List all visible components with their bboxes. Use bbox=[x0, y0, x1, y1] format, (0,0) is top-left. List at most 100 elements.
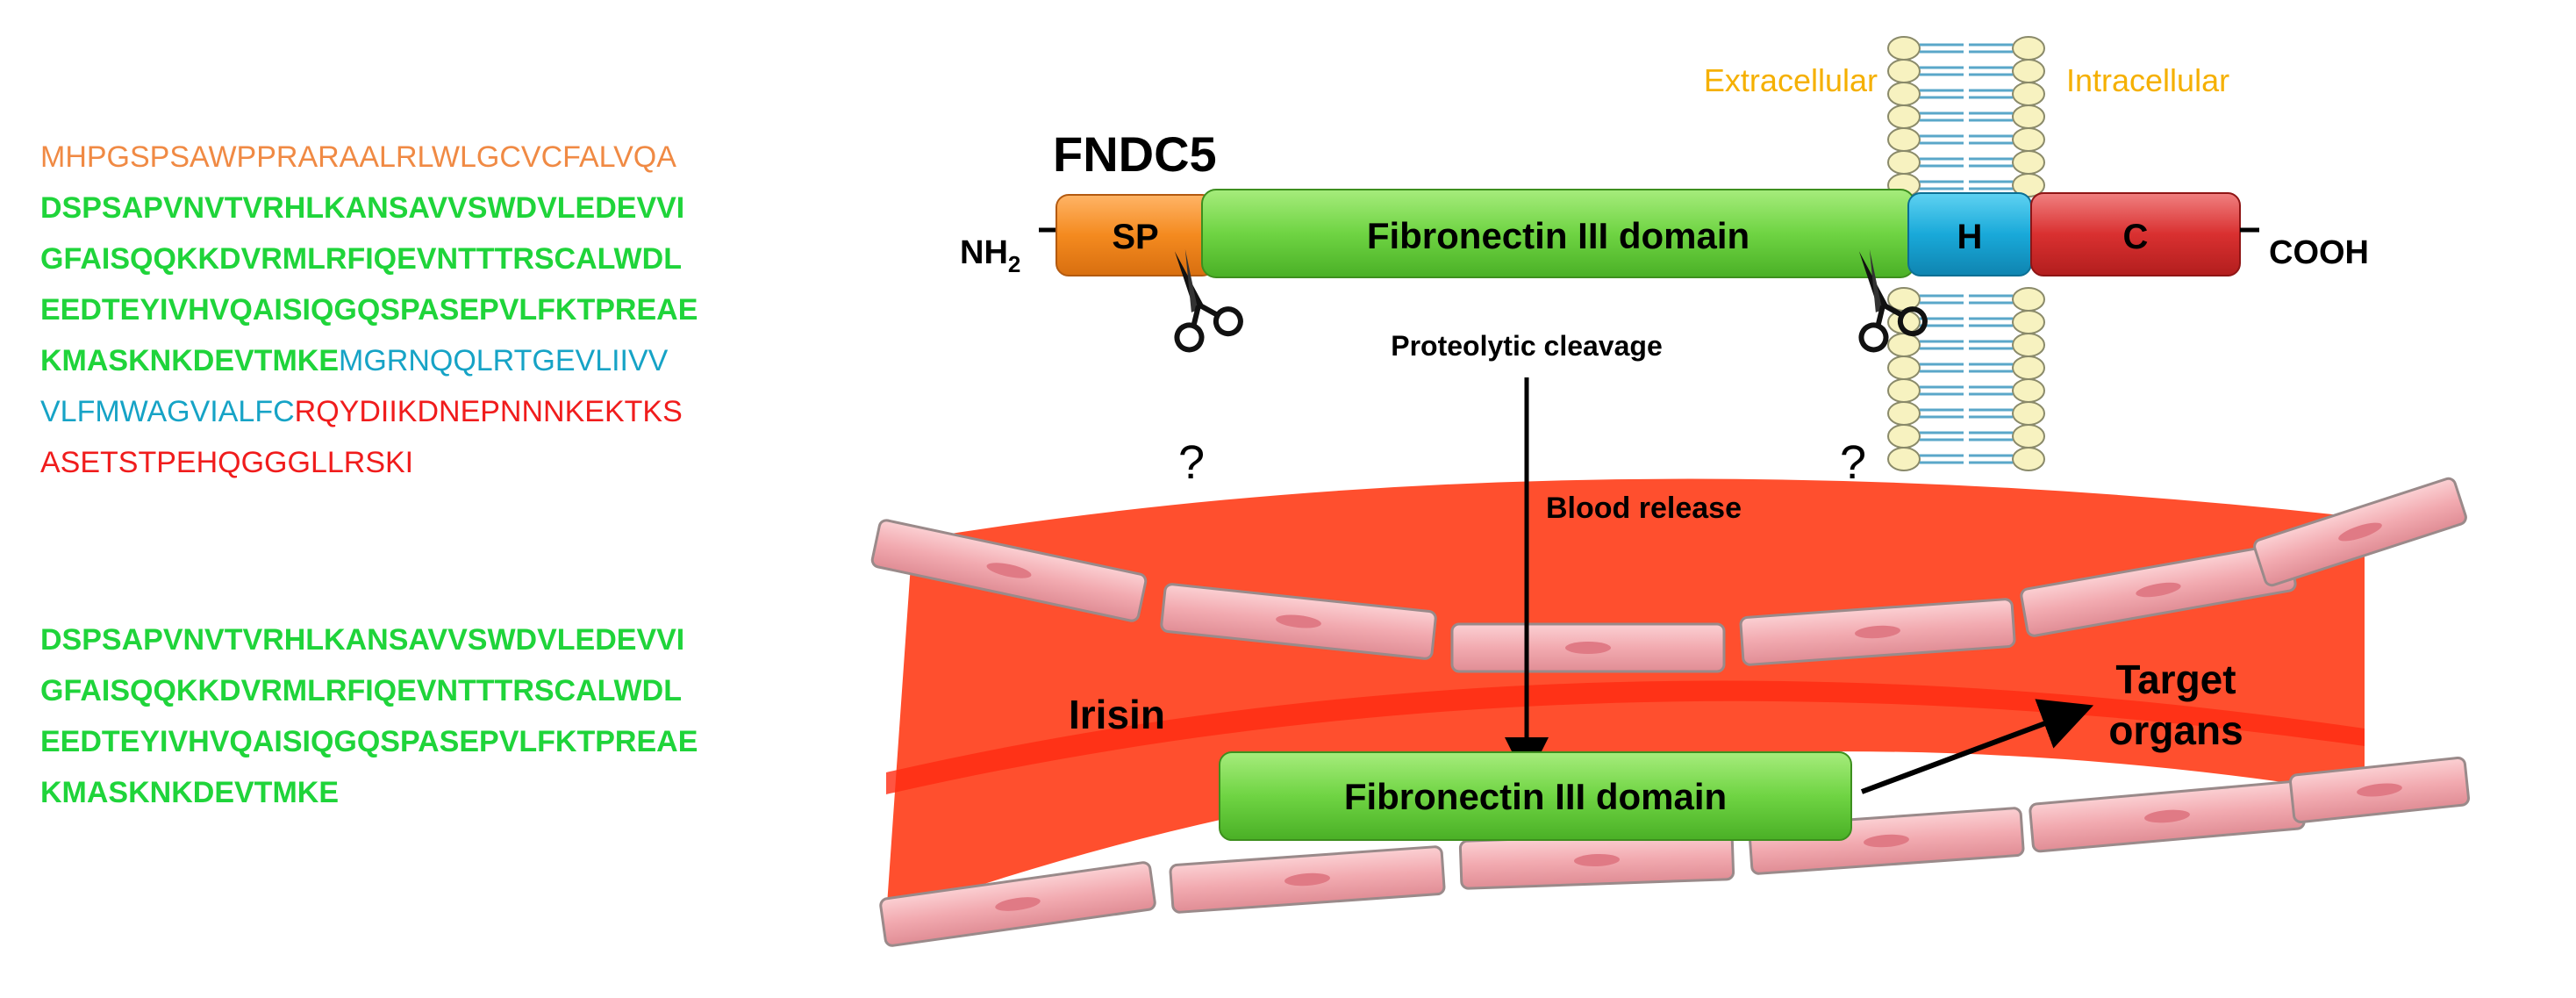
lipid-tail bbox=[1920, 157, 1964, 168]
target-organs-label: Target organs bbox=[2108, 657, 2243, 753]
lipid-head bbox=[1887, 36, 1921, 61]
c-terminus-label: COOH bbox=[2269, 234, 2369, 271]
sequence-signal-peptide: MHPGSPSAWPPRARAALRLWLGCVCFALVQA bbox=[40, 140, 676, 174]
lipid-head bbox=[2012, 59, 2045, 83]
lipid-head bbox=[2012, 333, 2045, 357]
sequence-fndc-domain: EEDTEYIVHVQAISIQGQSPASEPVLFKTPREAE bbox=[40, 293, 698, 327]
endothelial-cell bbox=[2029, 779, 2306, 853]
sequence-line: GFAISQQKKDVRMLRFIQEVNTTTRSCALWDL bbox=[40, 242, 682, 276]
lipid-head bbox=[1887, 424, 1921, 449]
sequence-line: MHPGSPSAWPPRARAALRLWLGCVCFALVQA bbox=[40, 140, 676, 174]
c-terminal-domain-label: C bbox=[2123, 218, 2149, 256]
blood-release-label: Blood release bbox=[1546, 492, 1742, 525]
endothelial-cell bbox=[879, 861, 1156, 947]
lipid-head bbox=[1887, 401, 1921, 426]
lipid-tail bbox=[1969, 294, 2013, 305]
scissors-icon bbox=[1858, 248, 1928, 353]
target-line-1: Target bbox=[2115, 657, 2236, 702]
lipid-head bbox=[1887, 82, 1921, 106]
sequence-fndc-domain: DSPSAPVNVTVRHLKANSAVVSWDVLEDEVVI bbox=[40, 191, 684, 225]
sequence-hydrophobic: MGRNQQLRTGEVLIIVV bbox=[339, 344, 669, 377]
signal-peptide-label: SP bbox=[1112, 218, 1158, 256]
lipid-tail bbox=[1969, 317, 2013, 327]
endothelial-cell bbox=[870, 519, 1148, 622]
irisin-sequence-line: GFAISQQKKDVRMLRFIQEVNTTTRSCALWDL bbox=[40, 674, 682, 707]
lipid-tail bbox=[1920, 363, 1964, 373]
lipid-head bbox=[2012, 401, 2045, 426]
lipid-head bbox=[2012, 287, 2045, 312]
lipid-tail bbox=[1920, 340, 1964, 350]
lipid-tail bbox=[1920, 134, 1964, 145]
lipid-head bbox=[2012, 82, 2045, 106]
intracellular-label: Intracellular bbox=[2066, 62, 2229, 98]
irisin-sequence-line: DSPSAPVNVTVRHLKANSAVVSWDVLEDEVVI bbox=[40, 623, 684, 657]
endothelial-cell bbox=[1739, 598, 2016, 666]
lipid-head bbox=[2012, 424, 2045, 449]
lipid-tail bbox=[1969, 89, 2013, 99]
lipid-tail bbox=[1969, 363, 2013, 373]
lipid-tail bbox=[1969, 340, 2013, 350]
target-line-2: organs bbox=[2108, 707, 2243, 753]
cleavage-label: Proteolytic cleavage bbox=[1391, 330, 1662, 362]
lipid-head bbox=[1887, 447, 1921, 471]
lipid-head bbox=[1887, 333, 1921, 357]
lipid-head bbox=[1887, 104, 1921, 129]
extracellular-label: Extracellular bbox=[1704, 62, 1878, 98]
lipid-head bbox=[1887, 59, 1921, 83]
lipid-tail bbox=[1920, 66, 1964, 76]
lipid-tail bbox=[1920, 89, 1964, 99]
lipid-bilayer bbox=[1887, 36, 2045, 471]
lipid-head bbox=[1887, 378, 1921, 403]
lipid-tail bbox=[1920, 385, 1964, 396]
sequence-line: VLFMWAGVIALFCRQYDIIKDNEPNNNKEKTKS bbox=[40, 395, 683, 428]
sequence-line: ASETSTPEHQGGGLLRSKI bbox=[40, 446, 413, 479]
endothelial-cell bbox=[2289, 756, 2470, 824]
lipid-head bbox=[2012, 36, 2045, 61]
lipid-tail bbox=[1969, 385, 2013, 396]
sequence-line: EEDTEYIVHVQAISIQGQSPASEPVLFKTPREAE bbox=[40, 293, 698, 327]
lipid-tail bbox=[1969, 134, 2013, 145]
lipid-head bbox=[2012, 150, 2045, 175]
lipid-tail bbox=[1969, 66, 2013, 76]
target-arrow bbox=[1860, 699, 2094, 794]
lipid-head bbox=[2012, 310, 2045, 334]
lipid-head bbox=[2012, 447, 2045, 471]
lipid-tail bbox=[1920, 43, 1964, 54]
endothelial-cells-top bbox=[870, 477, 2467, 673]
scissors-icon bbox=[1174, 248, 1243, 353]
sequence-cterminal: ASETSTPEHQGGGLLRSKI bbox=[40, 446, 413, 479]
c-terminal-domain bbox=[2030, 192, 2241, 276]
irisin-fibronectin-label: Fibronectin III domain bbox=[1344, 776, 1727, 817]
lipid-tail bbox=[1920, 111, 1964, 122]
question-mark-left: ? bbox=[1178, 436, 1205, 489]
endothelial-cell bbox=[2253, 477, 2467, 587]
lipid-tail bbox=[1969, 43, 2013, 54]
lipid-tail bbox=[1969, 431, 2013, 442]
sequence-hydrophobic: VLFMWAGVIALFC bbox=[40, 395, 295, 428]
lipid-tail bbox=[1969, 454, 2013, 464]
lipid-head bbox=[1887, 150, 1921, 175]
irisin-sequence-line: EEDTEYIVHVQAISIQGQSPASEPVLFKTPREAE bbox=[40, 725, 698, 758]
endothelial-cell bbox=[1169, 845, 1446, 914]
fndc5-protein: SP Fibronectin III domain H C bbox=[1055, 189, 2241, 278]
lipid-tail bbox=[1920, 294, 1964, 305]
sequence-cterminal: RQYDIIKDNEPNNNKEKTKS bbox=[295, 395, 683, 428]
sequence-line: KMASKNKDEVTMKEMGRNQQLRTGEVLIIVV bbox=[40, 344, 669, 377]
lipid-tail bbox=[1920, 180, 1964, 190]
protein-title: FNDC5 bbox=[1053, 126, 1217, 182]
question-mark-right: ? bbox=[1840, 436, 1866, 489]
n-terminus-label: NH2 bbox=[960, 234, 1020, 277]
lipid-head bbox=[2012, 378, 2045, 403]
lipid-head bbox=[2012, 104, 2045, 129]
lipid-tail bbox=[1969, 157, 2013, 168]
lipid-head bbox=[2012, 355, 2045, 380]
lipid-tail bbox=[1969, 111, 2013, 122]
lipid-tail bbox=[1920, 454, 1964, 464]
lipid-head bbox=[1887, 355, 1921, 380]
lipid-tail bbox=[1969, 408, 2013, 419]
endothelial-cell bbox=[1450, 622, 1726, 673]
lipid-tail bbox=[1969, 180, 2013, 190]
irisin-sequence-line: KMASKNKDEVTMKE bbox=[40, 776, 339, 809]
